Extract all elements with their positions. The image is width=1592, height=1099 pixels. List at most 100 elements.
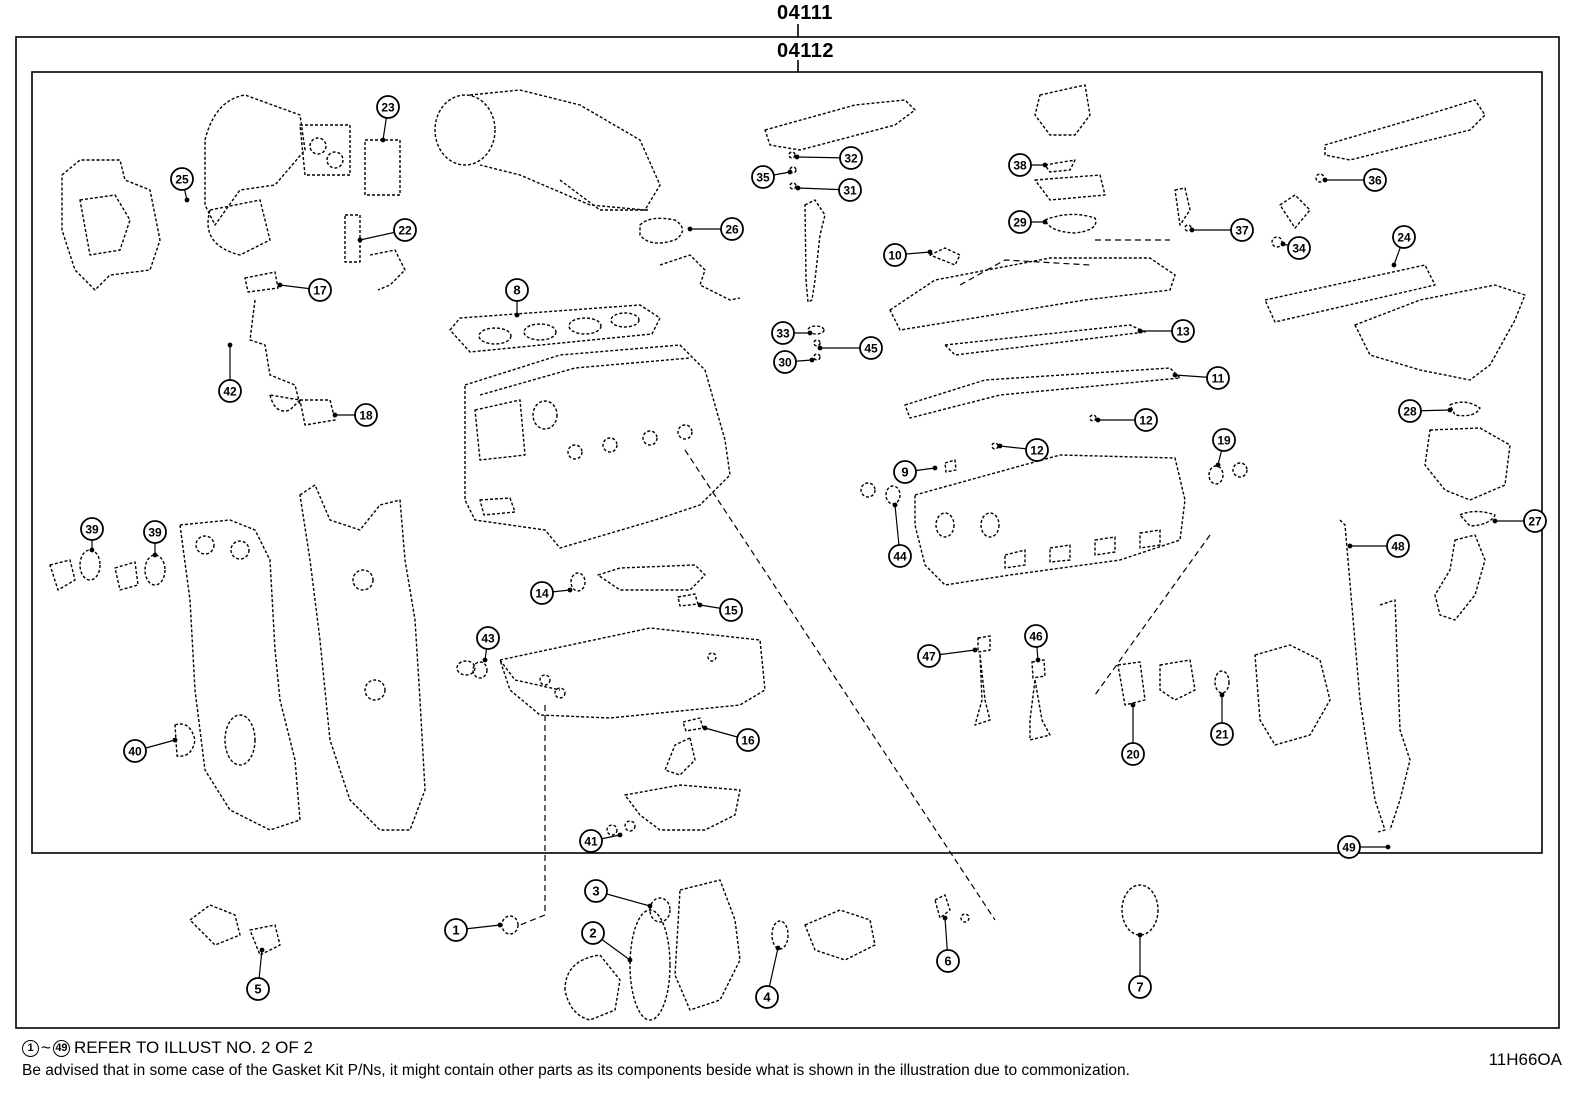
water-inlet <box>804 909 876 961</box>
callout-number-39: 39 <box>85 523 99 537</box>
callout-number-18: 18 <box>359 409 373 423</box>
callout-3: 3 <box>584 879 608 903</box>
callout-circle-32 <box>839 146 863 170</box>
callout-leader-dot-36 <box>1322 177 1328 183</box>
callout-37: 37 <box>1230 218 1254 242</box>
callout-number-43: 43 <box>481 632 495 646</box>
tube-22 <box>369 249 406 291</box>
callout-number-47: 47 <box>922 650 936 664</box>
valve-46 <box>1029 679 1051 741</box>
timing-cover-front <box>179 519 301 831</box>
callout-circle-31 <box>838 178 862 202</box>
cylinder-head-illustration <box>914 454 1186 586</box>
callout-4: 4 <box>755 985 779 1009</box>
callout-circle-17 <box>308 278 332 302</box>
callout-18: 18 <box>354 403 378 427</box>
callout-leader-dot-12 <box>1095 417 1101 423</box>
callout-leader-dot-26 <box>687 226 693 232</box>
callout-number-21: 21 <box>1215 728 1229 742</box>
elbow-gasket-26 <box>639 217 684 244</box>
callout-leader-dot-1 <box>497 922 503 928</box>
callout-circle-34 <box>1287 236 1311 260</box>
callout-circle-28 <box>1398 399 1422 423</box>
callout-leader-dot-12 <box>997 443 1003 449</box>
leader-pan-to-1 <box>519 705 546 926</box>
callout-circle-11 <box>1206 366 1230 390</box>
callout-number-25: 25 <box>175 173 189 187</box>
callout-number-42: 42 <box>223 385 237 399</box>
callout-circle-22 <box>393 218 417 242</box>
callout-leader-dot-40 <box>172 737 178 743</box>
callout-number-15: 15 <box>724 604 738 618</box>
callout-leader-dot-23 <box>380 137 386 143</box>
turbocharger-illustration <box>61 94 351 291</box>
callout-14: 14 <box>530 581 554 605</box>
callout-38: 38 <box>1008 153 1032 177</box>
callout-leader-dot-45 <box>817 345 823 351</box>
egr-valve <box>1254 644 1331 746</box>
callout-number-1: 1 <box>452 923 459 938</box>
callout-leader-dot-44 <box>892 502 898 508</box>
callout-circle-49 <box>1337 835 1361 859</box>
oring-39b <box>144 554 166 586</box>
oil-pan-illustration <box>499 627 766 719</box>
oil-feed-pipe <box>249 299 301 406</box>
cylinder-block-illustration <box>464 344 731 549</box>
seal-19 <box>1208 465 1224 485</box>
callout-leader-dot-17 <box>277 282 283 288</box>
callout-circle-3 <box>584 879 608 903</box>
callout-number-14: 14 <box>535 587 549 601</box>
range-start-badge: 1 <box>22 1039 39 1057</box>
callout-number-40: 40 <box>128 745 142 759</box>
callout-6: 6 <box>936 949 960 973</box>
egr-gasket-20 <box>1117 661 1146 706</box>
callout-leader-dot-39 <box>152 552 158 558</box>
callout-15: 15 <box>719 598 743 622</box>
callout-circle-45 <box>859 336 883 360</box>
callout-leader-dot-41 <box>617 832 623 838</box>
callout-number-4: 4 <box>763 990 771 1005</box>
callout-49: 49 <box>1337 835 1361 859</box>
callout-leader-dot-5 <box>259 947 265 953</box>
callout-number-19: 19 <box>1217 434 1231 448</box>
callout-number-11: 11 <box>1212 372 1225 386</box>
callout-number-37: 37 <box>1235 224 1249 238</box>
callout-leader-dot-14 <box>567 587 573 593</box>
callout-1: 1 <box>444 918 468 942</box>
callout-number-35: 35 <box>756 171 770 185</box>
callout-leader-dot-32 <box>794 154 800 160</box>
callout-24: 24 <box>1392 225 1416 249</box>
callout-circle-42 <box>218 379 242 403</box>
callout-leader-dot-15 <box>697 602 703 608</box>
callout-10: 10 <box>883 243 907 267</box>
callout-circle-7 <box>1128 975 1152 999</box>
callout-leader-dot-39 <box>89 547 95 553</box>
callout-leader-dot-24 <box>1391 262 1397 268</box>
callout-leader-dot-28 <box>1447 407 1453 413</box>
callout-circle-2 <box>581 921 605 945</box>
leader-block-to-6 <box>684 449 996 921</box>
callout-circle-5 <box>246 977 270 1001</box>
callout-leader-dot-3 <box>647 903 653 909</box>
callout-19: 19 <box>1212 428 1236 452</box>
callout-circle-25 <box>170 167 194 191</box>
callout-13: 13 <box>1171 319 1195 343</box>
oil-pan-no2 <box>624 784 741 831</box>
callout-circle-35 <box>751 165 775 189</box>
callout-22: 22 <box>393 218 417 242</box>
callout-circle-40 <box>123 739 147 763</box>
callout-39: 39 <box>80 517 104 541</box>
callout-circle-24 <box>1392 225 1416 249</box>
callout-number-26: 26 <box>725 223 739 237</box>
callout-leader-dot-29 <box>1042 219 1048 225</box>
seal-44 <box>885 485 901 505</box>
callout-5: 5 <box>246 977 270 1001</box>
callout-leader-dot-27 <box>1492 518 1498 524</box>
turbo-gasket-23 <box>364 139 401 196</box>
callout-circle-19 <box>1212 428 1236 452</box>
callout-leader-dot-19 <box>1215 462 1221 468</box>
oil-seal-40 <box>174 723 196 757</box>
callout-40: 40 <box>123 739 147 763</box>
advisory-note: Be advised that in some case of the Gask… <box>22 1062 1130 1079</box>
